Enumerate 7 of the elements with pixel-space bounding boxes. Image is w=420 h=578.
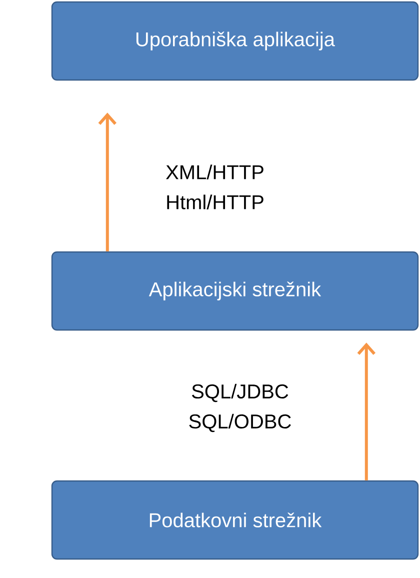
process-box: Aplikacijski strežnik	[51, 251, 419, 331]
process-box: Uporabniška aplikacija	[51, 1, 419, 81]
edge-label: SQL/JDBC SQL/ODBC	[178, 382, 302, 434]
arrow	[98, 112, 117, 252]
arrow	[357, 342, 376, 480]
process-box: Podatkovni strežnik	[51, 480, 419, 560]
edge-label: XML/HTTP Html/HTTP	[153, 162, 277, 212]
